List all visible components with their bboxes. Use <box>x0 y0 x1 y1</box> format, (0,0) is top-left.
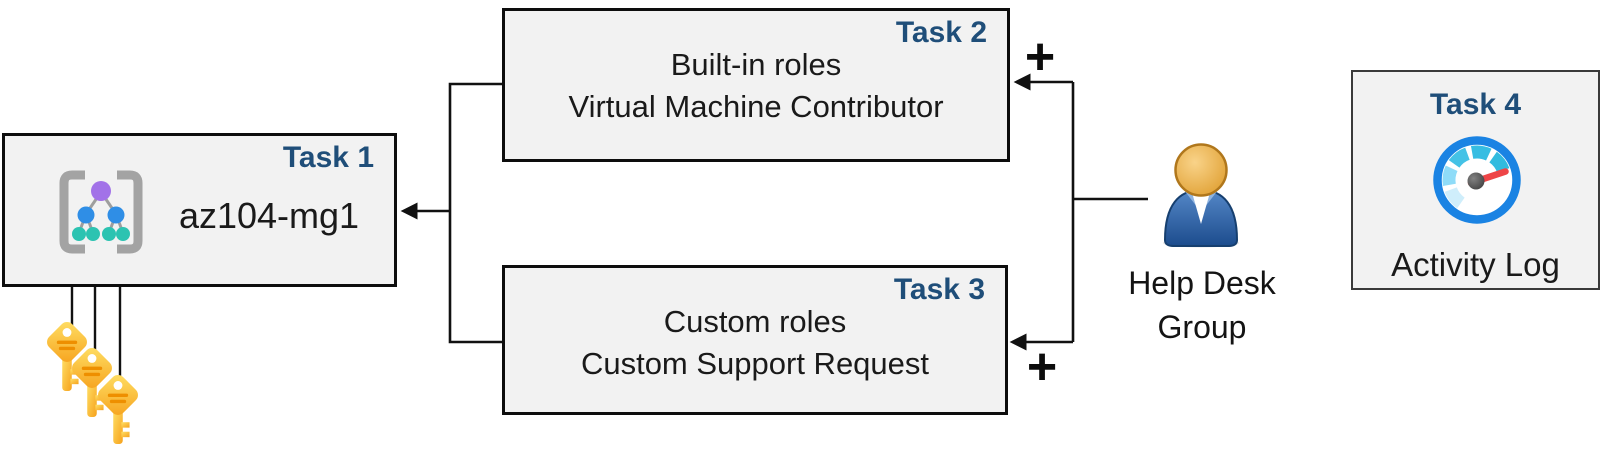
task3-badge: Task 3 <box>893 273 985 306</box>
task3-line1: Custom roles <box>663 304 847 339</box>
task1-badge: Task 1 <box>282 141 374 174</box>
task1-box: Task 1 <box>2 133 397 287</box>
task4-box: Task 4 Activity Log <box>1351 70 1600 290</box>
task3-text: Custom roles Custom Support Request <box>505 301 1005 385</box>
plus-sign-task3: + <box>1026 338 1058 396</box>
bracket-task2-task3 <box>448 82 503 344</box>
help-desk-group-line1: Help Desk <box>1128 265 1276 301</box>
activity-log-gauge-icon <box>1429 132 1525 233</box>
task2-box: Task 2 Built-in roles Virtual Machine Co… <box>502 8 1010 162</box>
task3-line2: Custom Support Request <box>580 346 930 381</box>
task2-line1: Built-in roles <box>670 47 842 82</box>
three-gold-keys-icon <box>10 293 200 449</box>
task4-badge: Task 4 <box>1429 88 1522 121</box>
plus-sign-task2: + <box>1024 28 1056 86</box>
user-person-icon <box>1156 142 1246 253</box>
task3-box: Task 3 Custom roles Custom Support Reque… <box>502 265 1008 415</box>
task4-caption: Activity Log <box>1391 246 1560 283</box>
help-desk-group-label: Help Desk Group <box>1102 261 1302 349</box>
task2-badge: Task 2 <box>895 16 987 49</box>
task2-text: Built-in roles Virtual Machine Contribut… <box>505 44 1007 128</box>
task2-line2: Virtual Machine Contributor <box>568 89 944 124</box>
task1-name: az104-mg1 <box>178 195 360 236</box>
help-desk-group-line2: Group <box>1157 309 1247 345</box>
management-group-icon <box>53 166 149 263</box>
